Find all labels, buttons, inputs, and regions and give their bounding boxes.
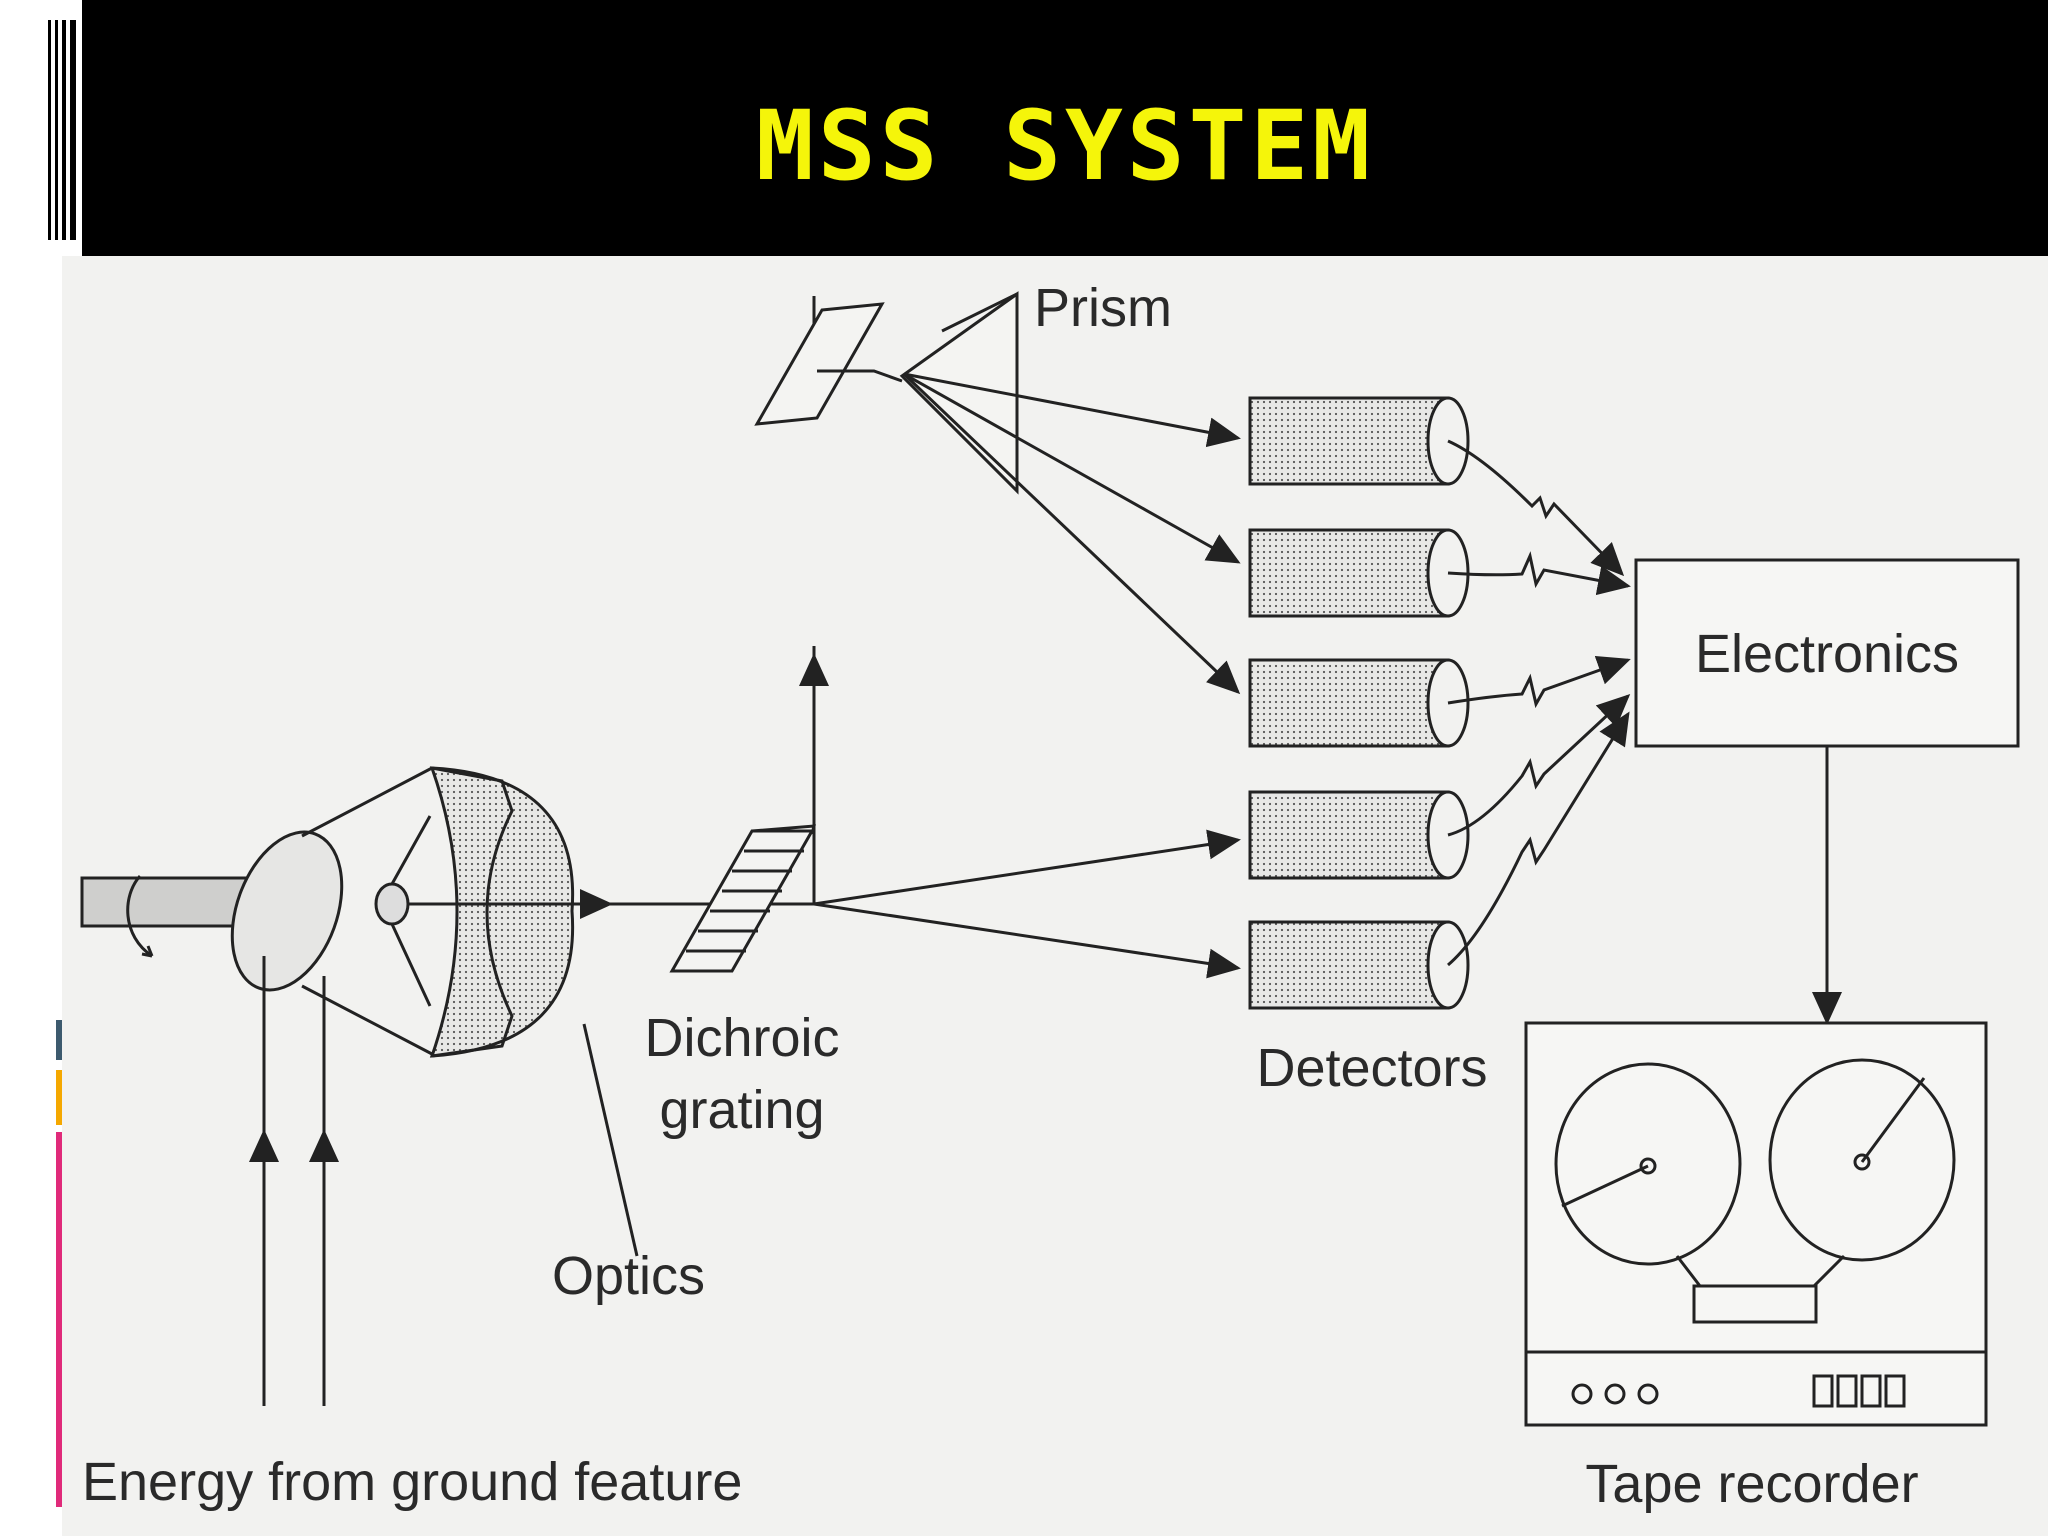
tape-reel-left [1554,1062,1742,1266]
slide-title: MSS SYSTEM [756,90,1374,202]
tape-reel-right [1768,1058,1956,1262]
accent-strip-slate [56,1020,62,1060]
mss-diagram: Prism Electronics Dichroic grating Detec… [80,278,2020,1514]
optics-leader [582,1023,639,1257]
detector-5 [1248,920,1470,1010]
beam-detector-4 [813,829,1241,906]
scan-mirror [230,830,344,992]
label-electronics: Electronics [1695,624,1959,684]
accent-strip-amber [56,1070,62,1125]
optics-assembly [374,766,575,1058]
recorder-knobs [1571,1383,1659,1405]
label-detectors: Detectors [1256,1038,1487,1098]
title-decoration [48,20,78,240]
detector-2 [1248,528,1470,618]
label-grating: grating [659,1080,824,1140]
beam-detector-3 [902,372,1241,695]
electronics-box [1634,558,2020,748]
beam-to-prism [817,369,903,383]
detector-1 [1248,396,1470,486]
beam-detector-2 [903,372,1241,564]
label-energy: Energy from ground feature [82,1452,742,1512]
tape-recorder [1524,1021,1988,1427]
detector-3 [1248,658,1470,748]
dichroic-grating [669,824,816,973]
beam-detector-1 [903,372,1241,448]
detector-4 [1248,790,1470,880]
title-bar: MSS SYSTEM [82,0,2048,256]
diagram-canvas: Prism Electronics Dichroic grating Detec… [62,256,2048,1536]
signal-wires [1447,439,1631,967]
prism-shape [899,291,1019,495]
label-tape-recorder: Tape recorder [1585,1454,1918,1514]
label-optics: Optics [552,1246,705,1306]
beam-detector-5 [813,902,1241,979]
label-prism: Prism [1034,278,1172,338]
upper-mirror [754,302,885,426]
label-dichroic: Dichroic [644,1008,839,1068]
accent-strip-pink [56,1132,62,1507]
recorder-buttons [1812,1374,1906,1408]
detectors-group [1248,396,1470,1010]
